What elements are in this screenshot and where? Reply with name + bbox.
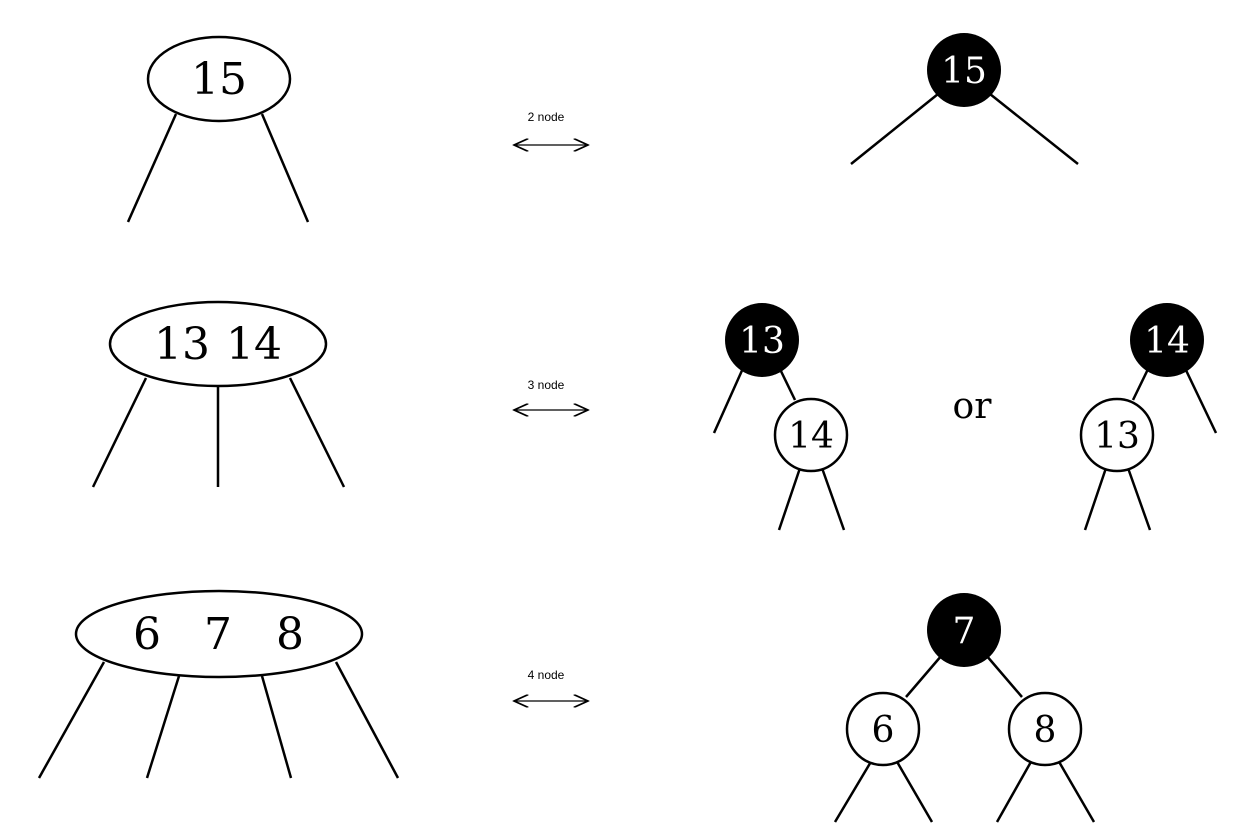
rb-edge bbox=[989, 93, 1079, 165]
rb-edge bbox=[850, 93, 939, 165]
btree-edge bbox=[260, 113, 310, 223]
relation-arrow-3-node: 3 node bbox=[514, 378, 588, 410]
rb-edge bbox=[820, 467, 846, 531]
rb-edge bbox=[1083, 467, 1108, 531]
relation-arrow-4-node: 4 node bbox=[514, 668, 588, 701]
black-node bbox=[927, 33, 1001, 107]
btree-key: 14 bbox=[226, 319, 282, 370]
btree-edge bbox=[288, 377, 346, 488]
arrow-label: 2 node bbox=[528, 110, 565, 124]
btree-edge bbox=[126, 113, 178, 223]
rb-tree-3-node-left-leaning: 13 14 bbox=[712, 303, 849, 531]
rb-edge bbox=[894, 759, 934, 823]
rb-edge bbox=[995, 759, 1034, 823]
relation-arrow-2-node: 2 node bbox=[514, 110, 588, 145]
btree-key: 7 bbox=[204, 609, 232, 660]
rb-edge bbox=[777, 467, 802, 531]
rb-edge bbox=[905, 654, 943, 698]
black-node-key: 7 bbox=[953, 611, 976, 652]
red-node-key: 6 bbox=[872, 710, 895, 751]
or-label: or bbox=[953, 386, 993, 427]
red-node-key: 13 bbox=[1094, 416, 1140, 457]
rb-edge bbox=[1056, 759, 1096, 823]
red-node bbox=[773, 397, 849, 473]
btree-node-ellipse bbox=[108, 300, 328, 388]
rb-edge bbox=[1182, 365, 1218, 434]
btree-edge bbox=[91, 377, 148, 488]
rb-edge bbox=[1126, 467, 1152, 531]
black-node bbox=[1130, 303, 1204, 377]
rb-edge bbox=[712, 365, 746, 434]
black-node-key: 15 bbox=[941, 51, 987, 92]
btree-edge bbox=[145, 675, 181, 779]
btree-2-node: 15 bbox=[126, 35, 310, 223]
red-node bbox=[1079, 397, 1155, 473]
rb-tree-2-node: 15 bbox=[850, 33, 1079, 165]
black-node-key: 13 bbox=[739, 321, 785, 362]
rb-edge bbox=[985, 654, 1023, 698]
btree-3-node: 13 14 bbox=[91, 300, 346, 488]
btree-key: 8 bbox=[276, 609, 304, 660]
black-node bbox=[927, 593, 1001, 667]
btree-node-ellipse bbox=[146, 35, 292, 123]
red-node-key: 14 bbox=[788, 416, 834, 457]
btree-4-node: 6 7 8 bbox=[37, 589, 400, 779]
red-node bbox=[845, 691, 921, 767]
btree-key: 6 bbox=[133, 609, 161, 660]
arrow-label: 3 node bbox=[528, 378, 565, 392]
red-node bbox=[1007, 691, 1083, 767]
rb-tree-4-node: 7 6 8 bbox=[833, 593, 1096, 823]
btree-edge bbox=[37, 661, 106, 779]
btree-key: 13 bbox=[154, 319, 210, 370]
btree-node-ellipse bbox=[74, 589, 364, 679]
black-node bbox=[725, 303, 799, 377]
rb-tree-3-node-right-leaning: 14 13 bbox=[1079, 303, 1218, 531]
btree-key: 15 bbox=[191, 54, 247, 105]
rb-edge bbox=[833, 759, 874, 823]
btree-edge bbox=[334, 661, 400, 779]
btree-edge bbox=[260, 675, 293, 779]
red-node-key: 8 bbox=[1034, 710, 1057, 751]
arrow-label: 4 node bbox=[528, 668, 565, 682]
black-node-key: 14 bbox=[1144, 321, 1190, 362]
